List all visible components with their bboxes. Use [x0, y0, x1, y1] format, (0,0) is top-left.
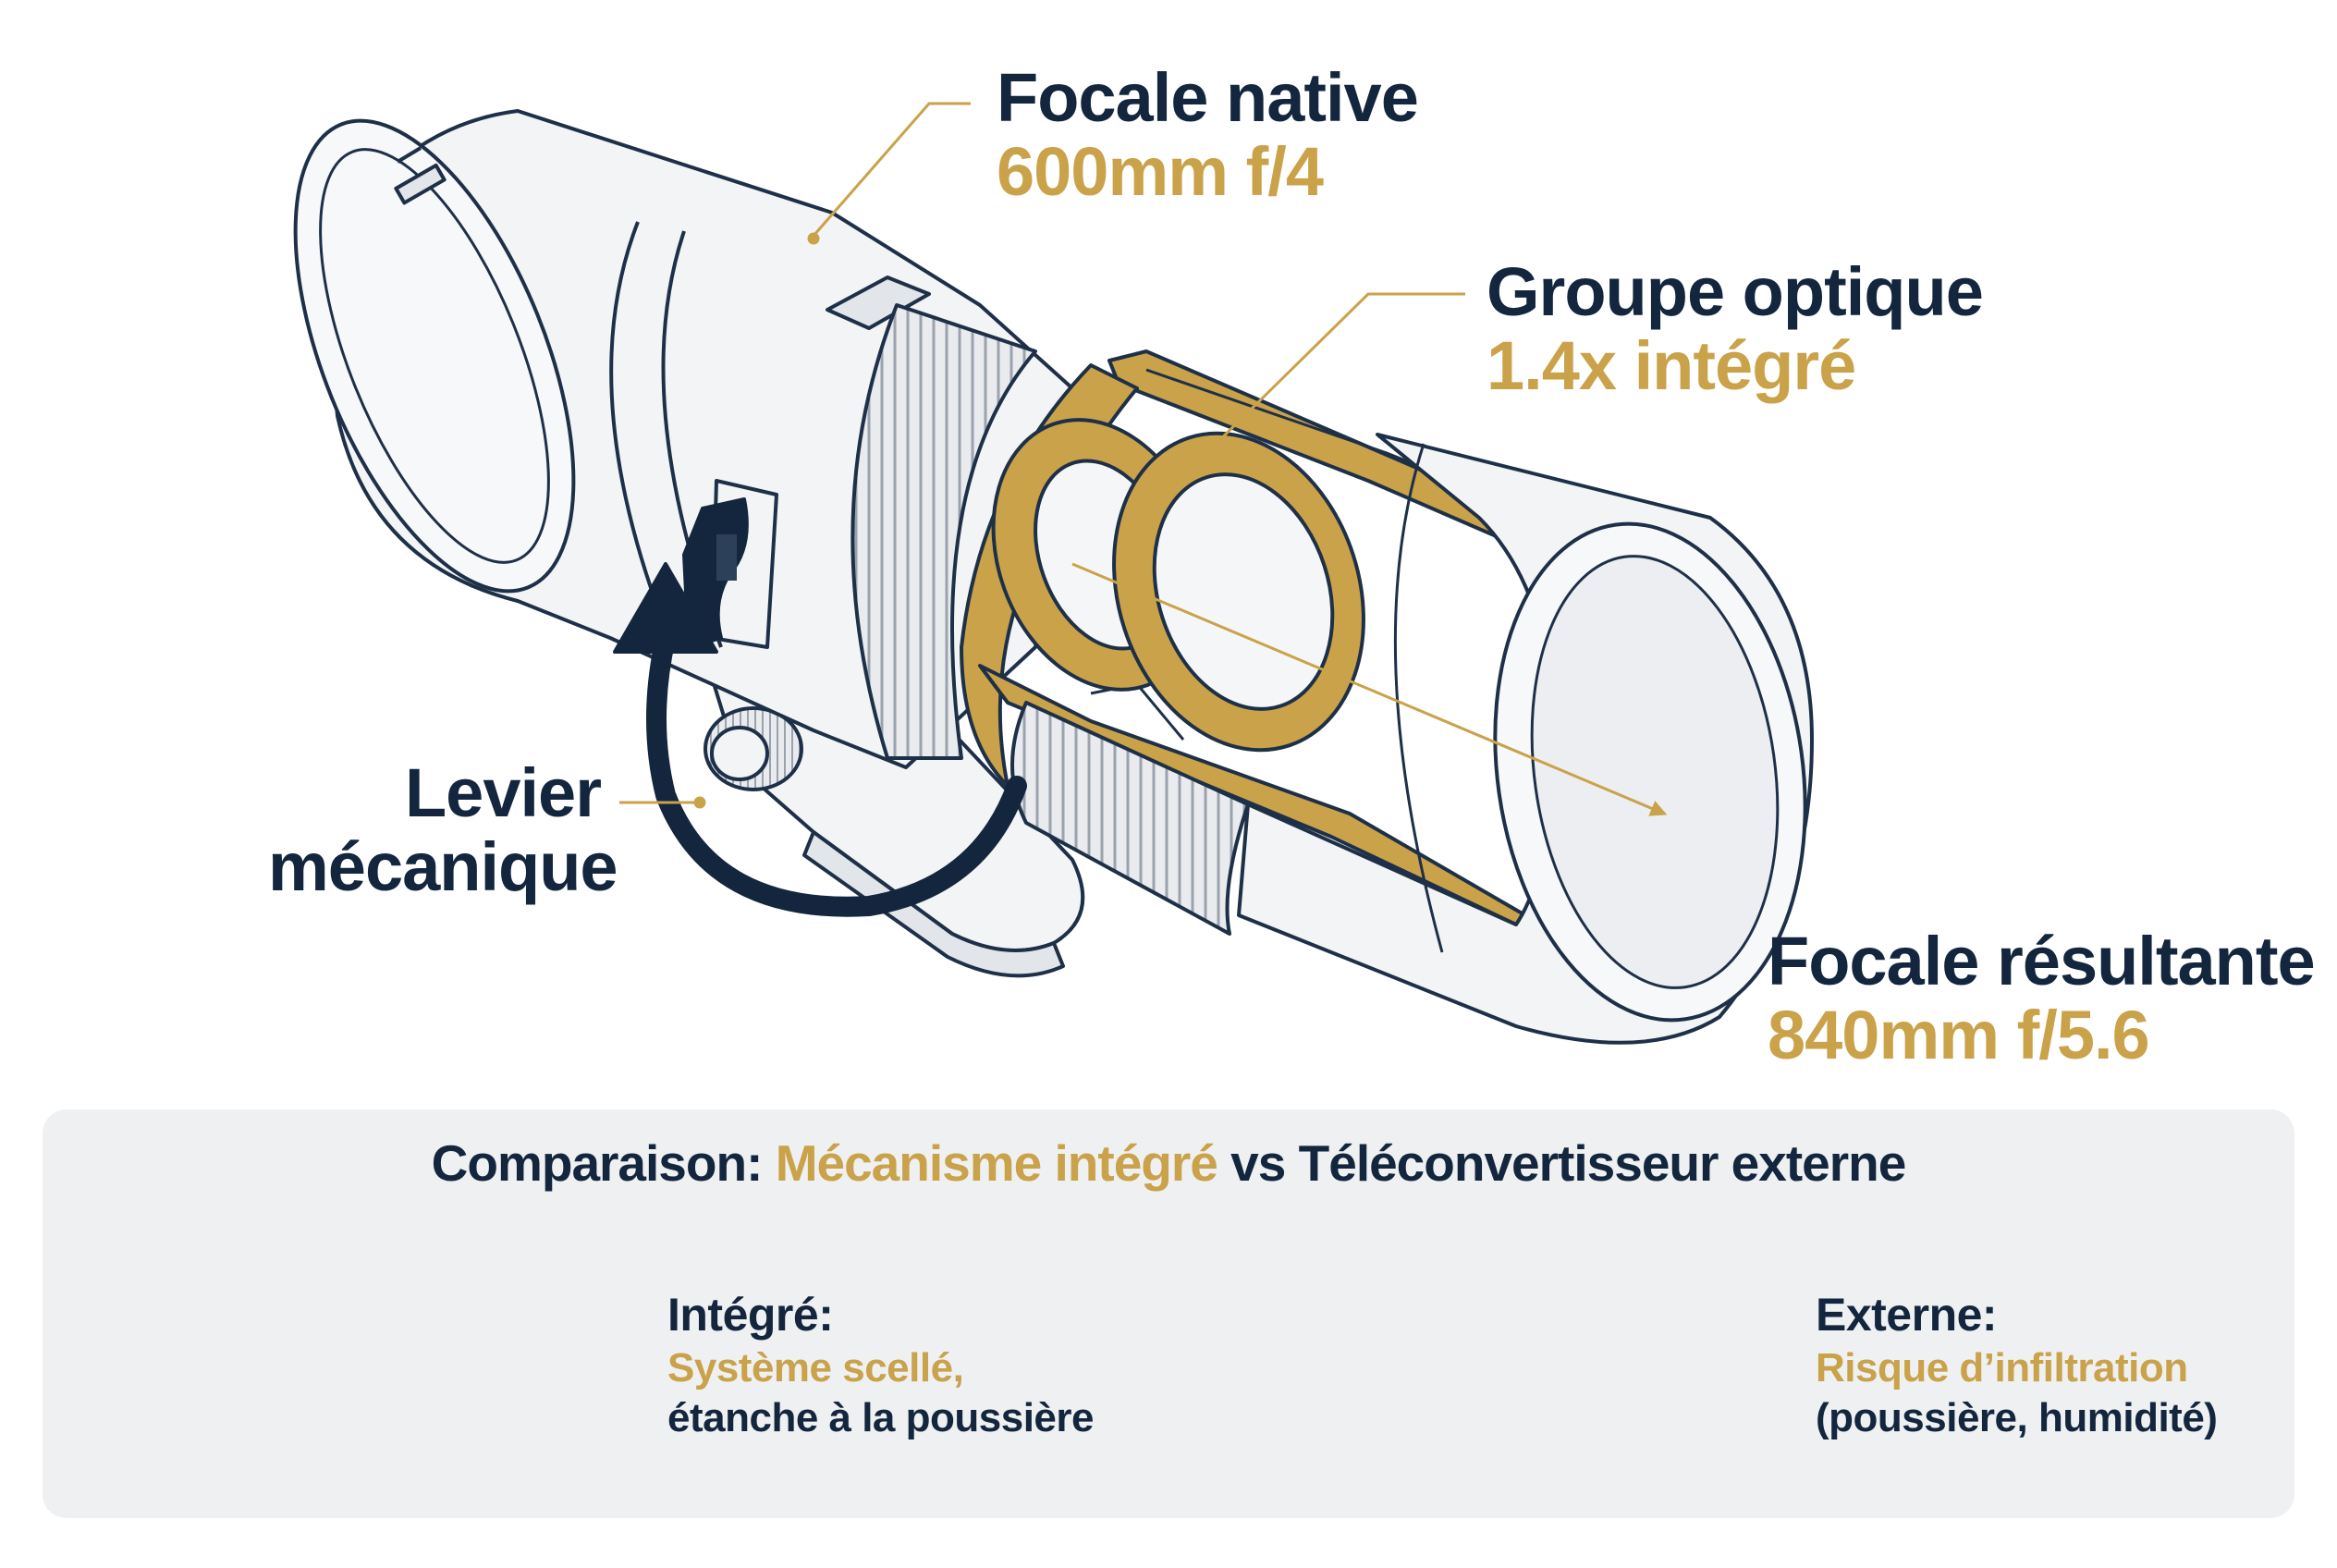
- lens-element-rear: [1112, 431, 1365, 753]
- comparison-highlight: Mécanisme intégré: [775, 1134, 1218, 1192]
- optical-cutaway: [960, 349, 1814, 1045]
- result-focal-value: 840mm f/5.6: [1768, 996, 2150, 1073]
- result-focal-title: Focale résultante: [1768, 923, 2316, 999]
- native-focal-title: Focale native: [997, 59, 1419, 136]
- integrated-line1: Système scellé,: [667, 1345, 964, 1390]
- comparison-panel: [43, 1109, 2294, 1518]
- integrated-line2: étanche à la poussière: [667, 1394, 1095, 1440]
- leader-lines: [619, 102, 1465, 809]
- result-focal-callout: Focale résultante 840mm f/5.6: [1768, 923, 2316, 1073]
- main-lens: [293, 109, 1814, 1045]
- optic-group-value: 1.4x intégré: [1487, 326, 1856, 404]
- front-barrel: [293, 109, 1074, 769]
- integrated-description: Intégré: Système scellé, étanche à la po…: [667, 1287, 1095, 1442]
- comparison-title: Comparaison: Mécanisme intégré vs Téléco…: [0, 1133, 2337, 1193]
- external-line2: (poussière, humidité): [1816, 1394, 2218, 1440]
- lever-line2: mécanique: [268, 827, 618, 905]
- curved-arrow-icon: [613, 562, 1027, 917]
- integrated-head: Intégré:: [667, 1289, 834, 1341]
- native-focal-value: 600mm f/4: [997, 132, 1324, 210]
- comparison-prefix: Comparaison:: [431, 1134, 776, 1192]
- lock-knob: [704, 706, 803, 791]
- external-head: Externe:: [1816, 1289, 1998, 1341]
- mechanical-lever: [682, 479, 778, 649]
- comparison-suffix: vs Téléconvertisseur externe: [1217, 1134, 1906, 1192]
- lever-callout: Levier mécanique: [268, 754, 618, 905]
- native-focal-callout: Focale native 600mm f/4: [997, 59, 1419, 210]
- lever-line1: Levier: [404, 754, 602, 831]
- optic-group-callout: Groupe optique 1.4x intégré: [1487, 253, 1984, 404]
- external-description: Externe: Risque d’infiltration (poussièr…: [1816, 1287, 2218, 1442]
- external-line1: Risque d’infiltration: [1816, 1345, 2188, 1390]
- optic-group-title: Groupe optique: [1487, 253, 1984, 330]
